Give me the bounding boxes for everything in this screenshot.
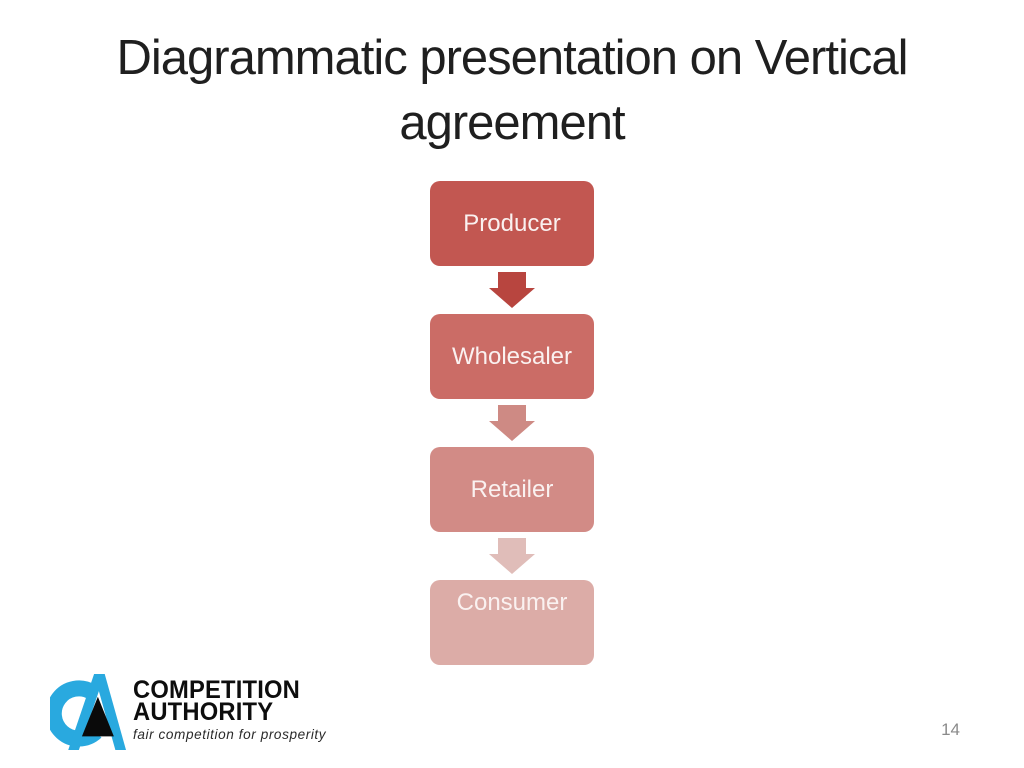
flow-step-label: Producer: [463, 209, 561, 237]
logo-wordmark: COMPETITION AUTHORITY fair competition f…: [133, 676, 332, 743]
slide-title-line2: agreement: [399, 96, 625, 150]
logo-line1: COMPETITION: [133, 676, 301, 704]
down-arrow-icon: [489, 538, 535, 574]
logo-line2: AUTHORITY: [133, 698, 274, 726]
flow-step-label: Consumer: [456, 589, 568, 616]
logo-tagline: fair competition for prosperity: [133, 726, 327, 742]
flow-arrow-1: [489, 266, 535, 314]
slide-title: Diagrammatic presentation on Vertical ag…: [0, 26, 1024, 156]
flow-arrow-2: [489, 399, 535, 447]
flow-step-label: Wholesaler: [451, 342, 573, 370]
flow-step-producer: Producer: [430, 181, 594, 266]
vertical-flow-diagram: Producer Wholesaler Retailer Consumer: [430, 181, 594, 665]
flow-step-retailer: Retailer: [430, 447, 594, 532]
competition-authority-logo: COMPETITION AUTHORITY fair competition f…: [50, 673, 350, 753]
down-arrow-icon: [489, 405, 535, 441]
flow-step-wholesaler: Wholesaler: [430, 314, 594, 399]
flow-step-label: Retailer: [470, 475, 554, 503]
flow-arrow-3: [489, 532, 535, 580]
slide-page-number: 14: [941, 720, 960, 739]
down-arrow-icon: [489, 272, 535, 308]
ca-monogram-icon: [50, 674, 126, 750]
flow-step-consumer: Consumer: [430, 580, 594, 665]
slide-title-line1: Diagrammatic presentation on Vertical: [116, 31, 909, 85]
